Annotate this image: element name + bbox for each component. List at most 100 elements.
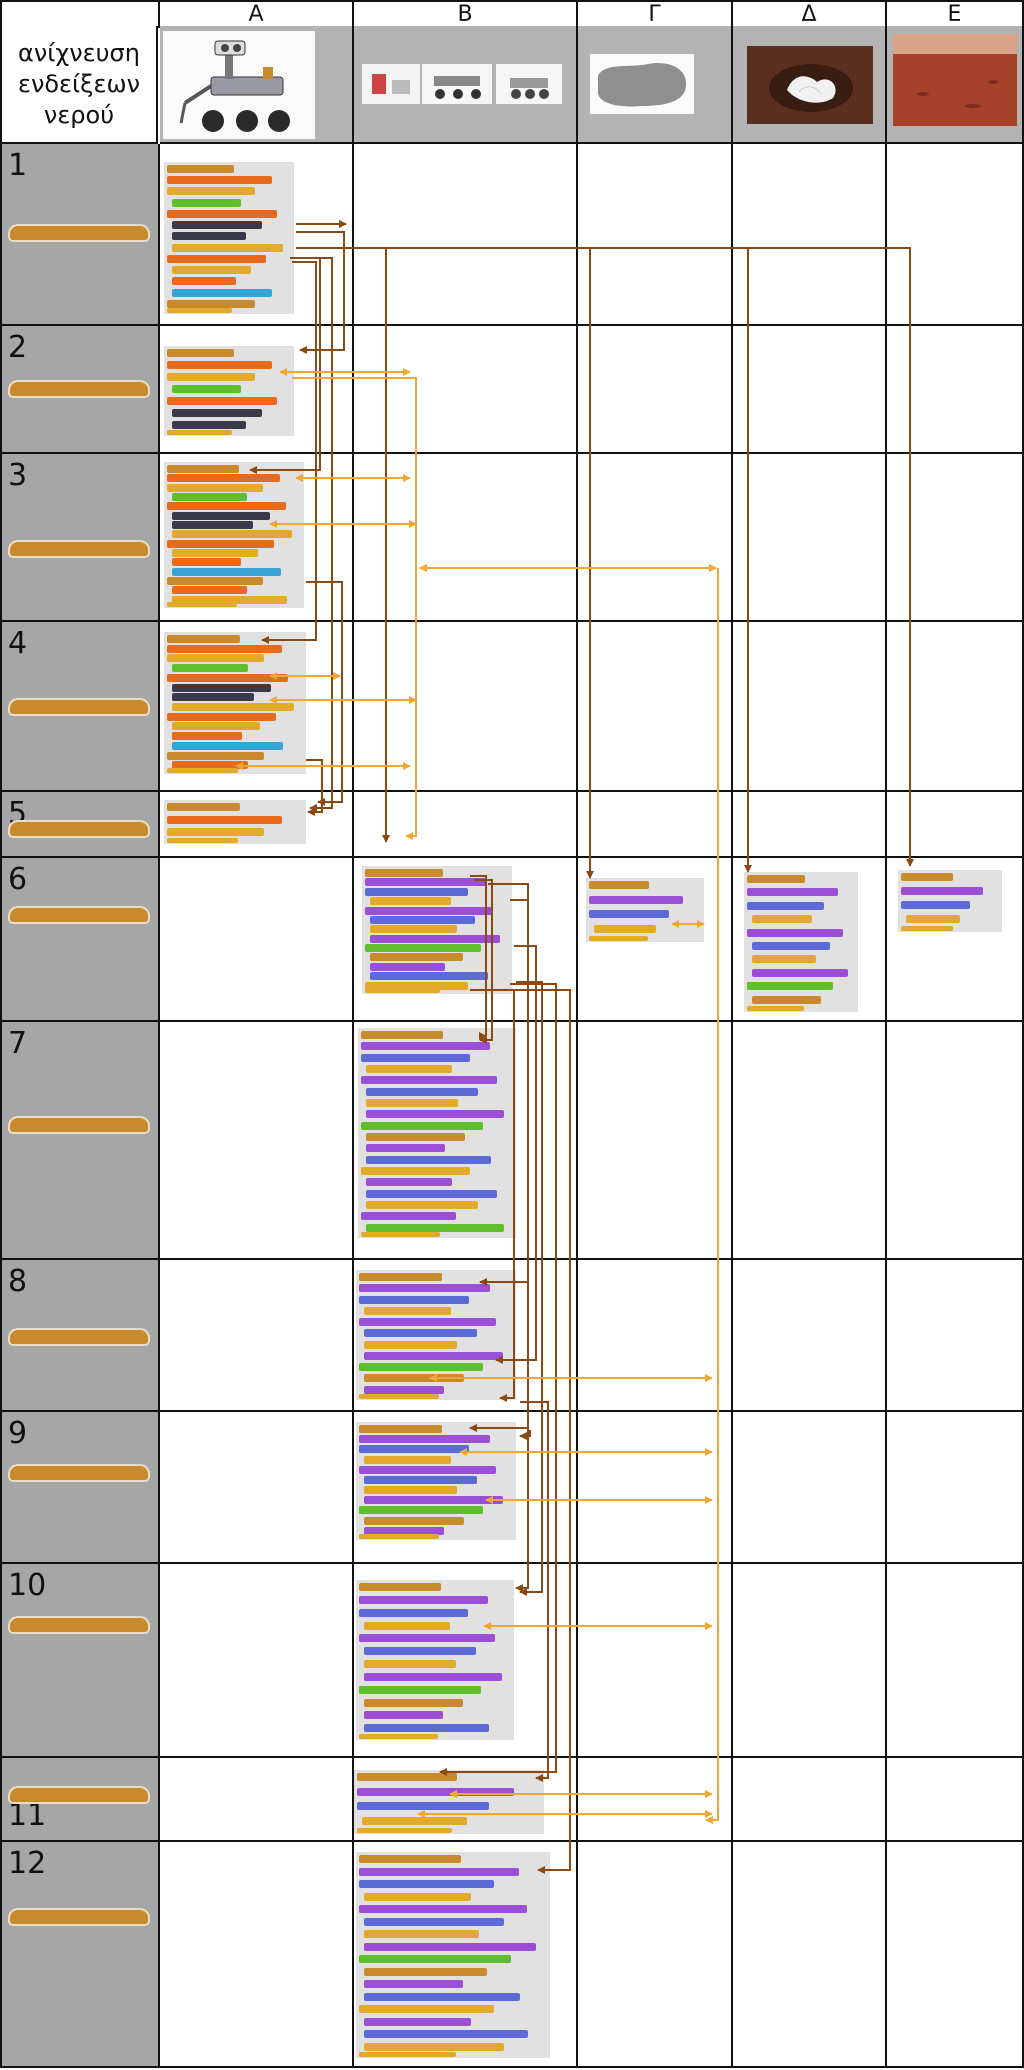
code-block (359, 1595, 488, 1604)
code-block (359, 1867, 520, 1876)
code-block (172, 703, 295, 711)
code-block (370, 915, 476, 924)
table-cell (578, 1842, 733, 2068)
code-block (167, 308, 232, 313)
row-label-cell: 2 (0, 326, 160, 454)
code-block (167, 502, 287, 511)
code-block (747, 875, 805, 883)
event-hat-block (10, 1330, 148, 1344)
table-cell (160, 1412, 354, 1564)
code-block (589, 910, 669, 918)
code-block (172, 530, 293, 539)
code-block (364, 1385, 445, 1394)
row-label-cell: 4 (0, 622, 160, 792)
code-script-thumbnail (164, 462, 304, 608)
code-block (370, 972, 488, 981)
code-block (359, 1506, 483, 1515)
code-block (366, 1178, 452, 1187)
broadcast-arrow (514, 989, 571, 1874)
table-cell (887, 1758, 1024, 1842)
code-script-thumbnail (744, 872, 858, 1012)
event-hat-block (10, 1118, 148, 1132)
table-cell (578, 144, 733, 326)
code-block (172, 693, 254, 702)
code-block (359, 1284, 490, 1293)
code-block (364, 1486, 458, 1495)
sprite-cell-b (354, 26, 578, 144)
code-block (167, 187, 256, 196)
code-block (359, 1273, 443, 1281)
table-cell (733, 1260, 887, 1412)
code-block (364, 1711, 444, 1720)
code-block (167, 474, 281, 483)
code-block (361, 1053, 470, 1062)
code-block (364, 1672, 502, 1681)
broadcast-arrow (469, 899, 529, 1432)
broadcast-arrow (306, 581, 343, 806)
row-number: 2 (8, 330, 28, 365)
code-block (364, 1942, 536, 1951)
sprite-cell-e (887, 26, 1024, 144)
code-block (361, 1167, 470, 1175)
column-header-a-label: Α (248, 1, 264, 27)
code-script-thumbnail (356, 1580, 514, 1740)
table-cell (733, 1412, 887, 1564)
row-label-cell: 12 (0, 1842, 160, 2068)
event-hat-block (10, 1466, 148, 1480)
broadcast-arrow (516, 981, 543, 1596)
table-cell (887, 1564, 1024, 1758)
code-block (906, 915, 960, 923)
code-script-thumbnail (356, 1422, 516, 1540)
code-block (359, 1318, 497, 1327)
code-script-thumbnail (898, 870, 1002, 932)
code-block (364, 2030, 528, 2038)
code-block (364, 2017, 472, 2026)
message-arrow (292, 377, 417, 840)
code-block (359, 1734, 438, 1739)
code-block (172, 683, 272, 692)
code-block (359, 1394, 439, 1399)
table-cell (354, 454, 578, 622)
code-block (172, 741, 283, 750)
code-block (901, 901, 971, 909)
row-label-cell: 3 (0, 454, 160, 622)
code-block (901, 887, 984, 895)
broadcast-arrow (479, 883, 529, 1286)
table-cell (354, 144, 578, 326)
row-label-cell: 10 (0, 1564, 160, 1758)
code-block (747, 1006, 804, 1011)
code-block (167, 373, 256, 381)
code-block (172, 198, 242, 207)
broadcast-arrow (470, 989, 515, 1402)
table-cell (733, 1564, 887, 1758)
code-block (594, 924, 656, 933)
code-block (365, 906, 494, 915)
code-block (361, 1121, 484, 1130)
code-block (364, 1329, 478, 1338)
grey-silhouette-shape-icon (590, 54, 694, 114)
code-block (359, 1445, 470, 1454)
code-block (167, 838, 238, 843)
table-cell (578, 1022, 733, 1260)
code-block (359, 1905, 528, 1913)
row-label-cell: 7 (0, 1022, 160, 1260)
code-block (167, 349, 234, 357)
event-hat-block (10, 908, 148, 922)
table-cell (887, 1842, 1024, 2068)
code-block (359, 1608, 468, 1617)
code-block (364, 1621, 450, 1630)
code-block (357, 1828, 452, 1833)
code-block (364, 1967, 488, 1976)
code-block (752, 915, 812, 924)
code-block (366, 1087, 478, 1096)
code-block (752, 968, 848, 977)
rover-photo-strip-icon (362, 64, 562, 104)
code-block (167, 803, 241, 811)
event-hat-block (10, 542, 148, 556)
code-block (364, 1992, 520, 2001)
code-block (167, 673, 289, 682)
code-block (172, 595, 287, 604)
table-cell (733, 454, 887, 622)
table-cell (160, 1260, 354, 1412)
